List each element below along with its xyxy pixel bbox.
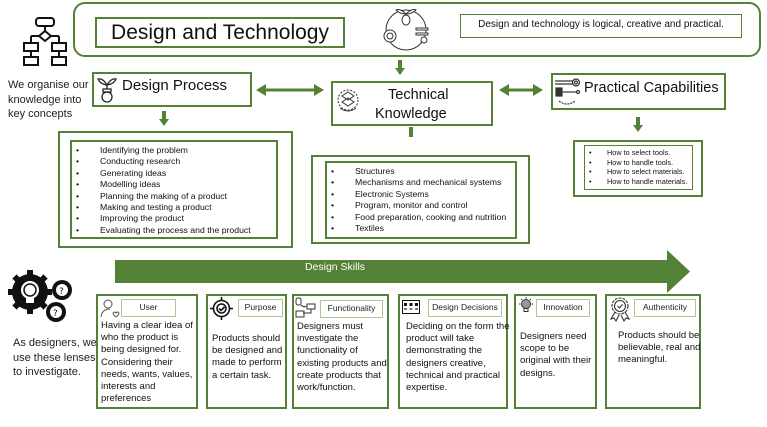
dt-cycle-icon bbox=[368, 2, 450, 54]
gears-lightbulb-icon: ? ? bbox=[6, 268, 78, 330]
lens-label-functionality: Functionality bbox=[320, 300, 383, 318]
list-item: How to select materials. bbox=[585, 167, 692, 177]
technical-knowledge-list: Structures Mechanisms and mechanical sys… bbox=[325, 161, 517, 239]
lightbulb-plant-icon bbox=[96, 75, 118, 103]
arrow-down-icon bbox=[633, 117, 643, 133]
lens-label-design-decisions: Design Decisions bbox=[428, 299, 502, 317]
concept-technical-knowledge bbox=[331, 81, 493, 126]
double-arrow-icon bbox=[499, 84, 543, 96]
arrow-down-icon bbox=[159, 111, 169, 127]
concept-title-design-process: Design Process bbox=[122, 77, 228, 94]
lens-text-functionality: Designers must investigate the functiona… bbox=[297, 321, 387, 394]
lens-label-innovation: Innovation bbox=[536, 299, 590, 317]
list-item: Identifying the problem bbox=[72, 145, 276, 157]
lens-label-user: User bbox=[121, 299, 176, 317]
practical-capabilities-list: How to select tools. How to handle tools… bbox=[584, 145, 693, 190]
list-item: Textiles bbox=[327, 223, 515, 235]
lens-text-user: Having a clear idea of who the product i… bbox=[101, 320, 193, 405]
lens-text-innovation: Designers need scope to be original with… bbox=[520, 331, 592, 379]
lenses-note: As designers, we use these lenses to inv… bbox=[13, 337, 97, 378]
list-item: Program, monitor and control bbox=[327, 200, 515, 212]
flowchart-icon bbox=[22, 16, 68, 72]
tagline: Design and technology is logical, creati… bbox=[478, 19, 724, 30]
target-check-icon bbox=[210, 297, 233, 320]
design-process-list: Identifying the problem Conducting resea… bbox=[70, 140, 278, 239]
lightbulb-idea-icon bbox=[518, 297, 534, 315]
concept-title-practical-capabilities: Practical Capabilities bbox=[584, 80, 719, 96]
user-heart-icon bbox=[100, 298, 120, 318]
svg-text:?: ? bbox=[53, 309, 58, 319]
lens-label-purpose: Purpose bbox=[238, 299, 283, 317]
arrow-down-icon bbox=[395, 60, 405, 76]
list-item: Food preparation, cooking and nutrition bbox=[327, 212, 515, 224]
list-item: Structures bbox=[327, 166, 515, 178]
list-item: Making and testing a product bbox=[72, 202, 276, 214]
tagline-box: Design and technology is logical, creati… bbox=[460, 14, 742, 38]
key-concepts-note: We organise our knowledge into key conce… bbox=[8, 79, 89, 120]
lens-label-authenticity: Authenticity bbox=[634, 299, 696, 317]
lens-text-design-decisions: Deciding on the form the product will ta… bbox=[406, 321, 510, 394]
lens-text-authenticity: Products should be believable, real and … bbox=[618, 330, 701, 366]
svg-text:?: ? bbox=[59, 287, 64, 297]
list-item: Improving the product bbox=[72, 213, 276, 225]
concept-title-technical-knowledge-line2: Knowledge bbox=[375, 106, 447, 122]
brain-gear-icon bbox=[334, 86, 362, 116]
list-item: Evaluating the process and the product bbox=[72, 225, 276, 237]
concept-design-process bbox=[92, 72, 252, 107]
list-item: How to select tools. bbox=[585, 148, 692, 158]
tools-icon bbox=[553, 75, 583, 107]
concept-title-technical-knowledge-line1: Technical bbox=[388, 87, 449, 103]
list-item: How to handle materials. bbox=[585, 177, 692, 187]
list-item: Electronic Systems bbox=[327, 189, 515, 201]
lens-text-purpose: Products should be designed and made to … bbox=[212, 333, 283, 381]
double-arrow-icon bbox=[256, 84, 324, 96]
control-panel-icon bbox=[402, 300, 420, 314]
network-devices-icon bbox=[295, 297, 319, 319]
concept-practical-capabilities bbox=[551, 73, 726, 110]
page-title-box: Design and Technology bbox=[95, 17, 345, 48]
list-item: Conducting research bbox=[72, 156, 276, 168]
list-item: How to handle tools. bbox=[585, 158, 692, 168]
award-ribbon-icon bbox=[608, 296, 632, 322]
list-item: Generating ideas bbox=[72, 168, 276, 180]
design-skills-label: Design Skills bbox=[304, 261, 366, 273]
connector-line bbox=[409, 127, 413, 137]
design-skills-arrow bbox=[115, 250, 690, 293]
list-item: Mechanisms and mechanical systems bbox=[327, 177, 515, 189]
list-item: Planning the making of a product bbox=[72, 191, 276, 203]
page-title: Design and Technology bbox=[111, 21, 329, 44]
list-item: Modelling ideas bbox=[72, 179, 276, 191]
